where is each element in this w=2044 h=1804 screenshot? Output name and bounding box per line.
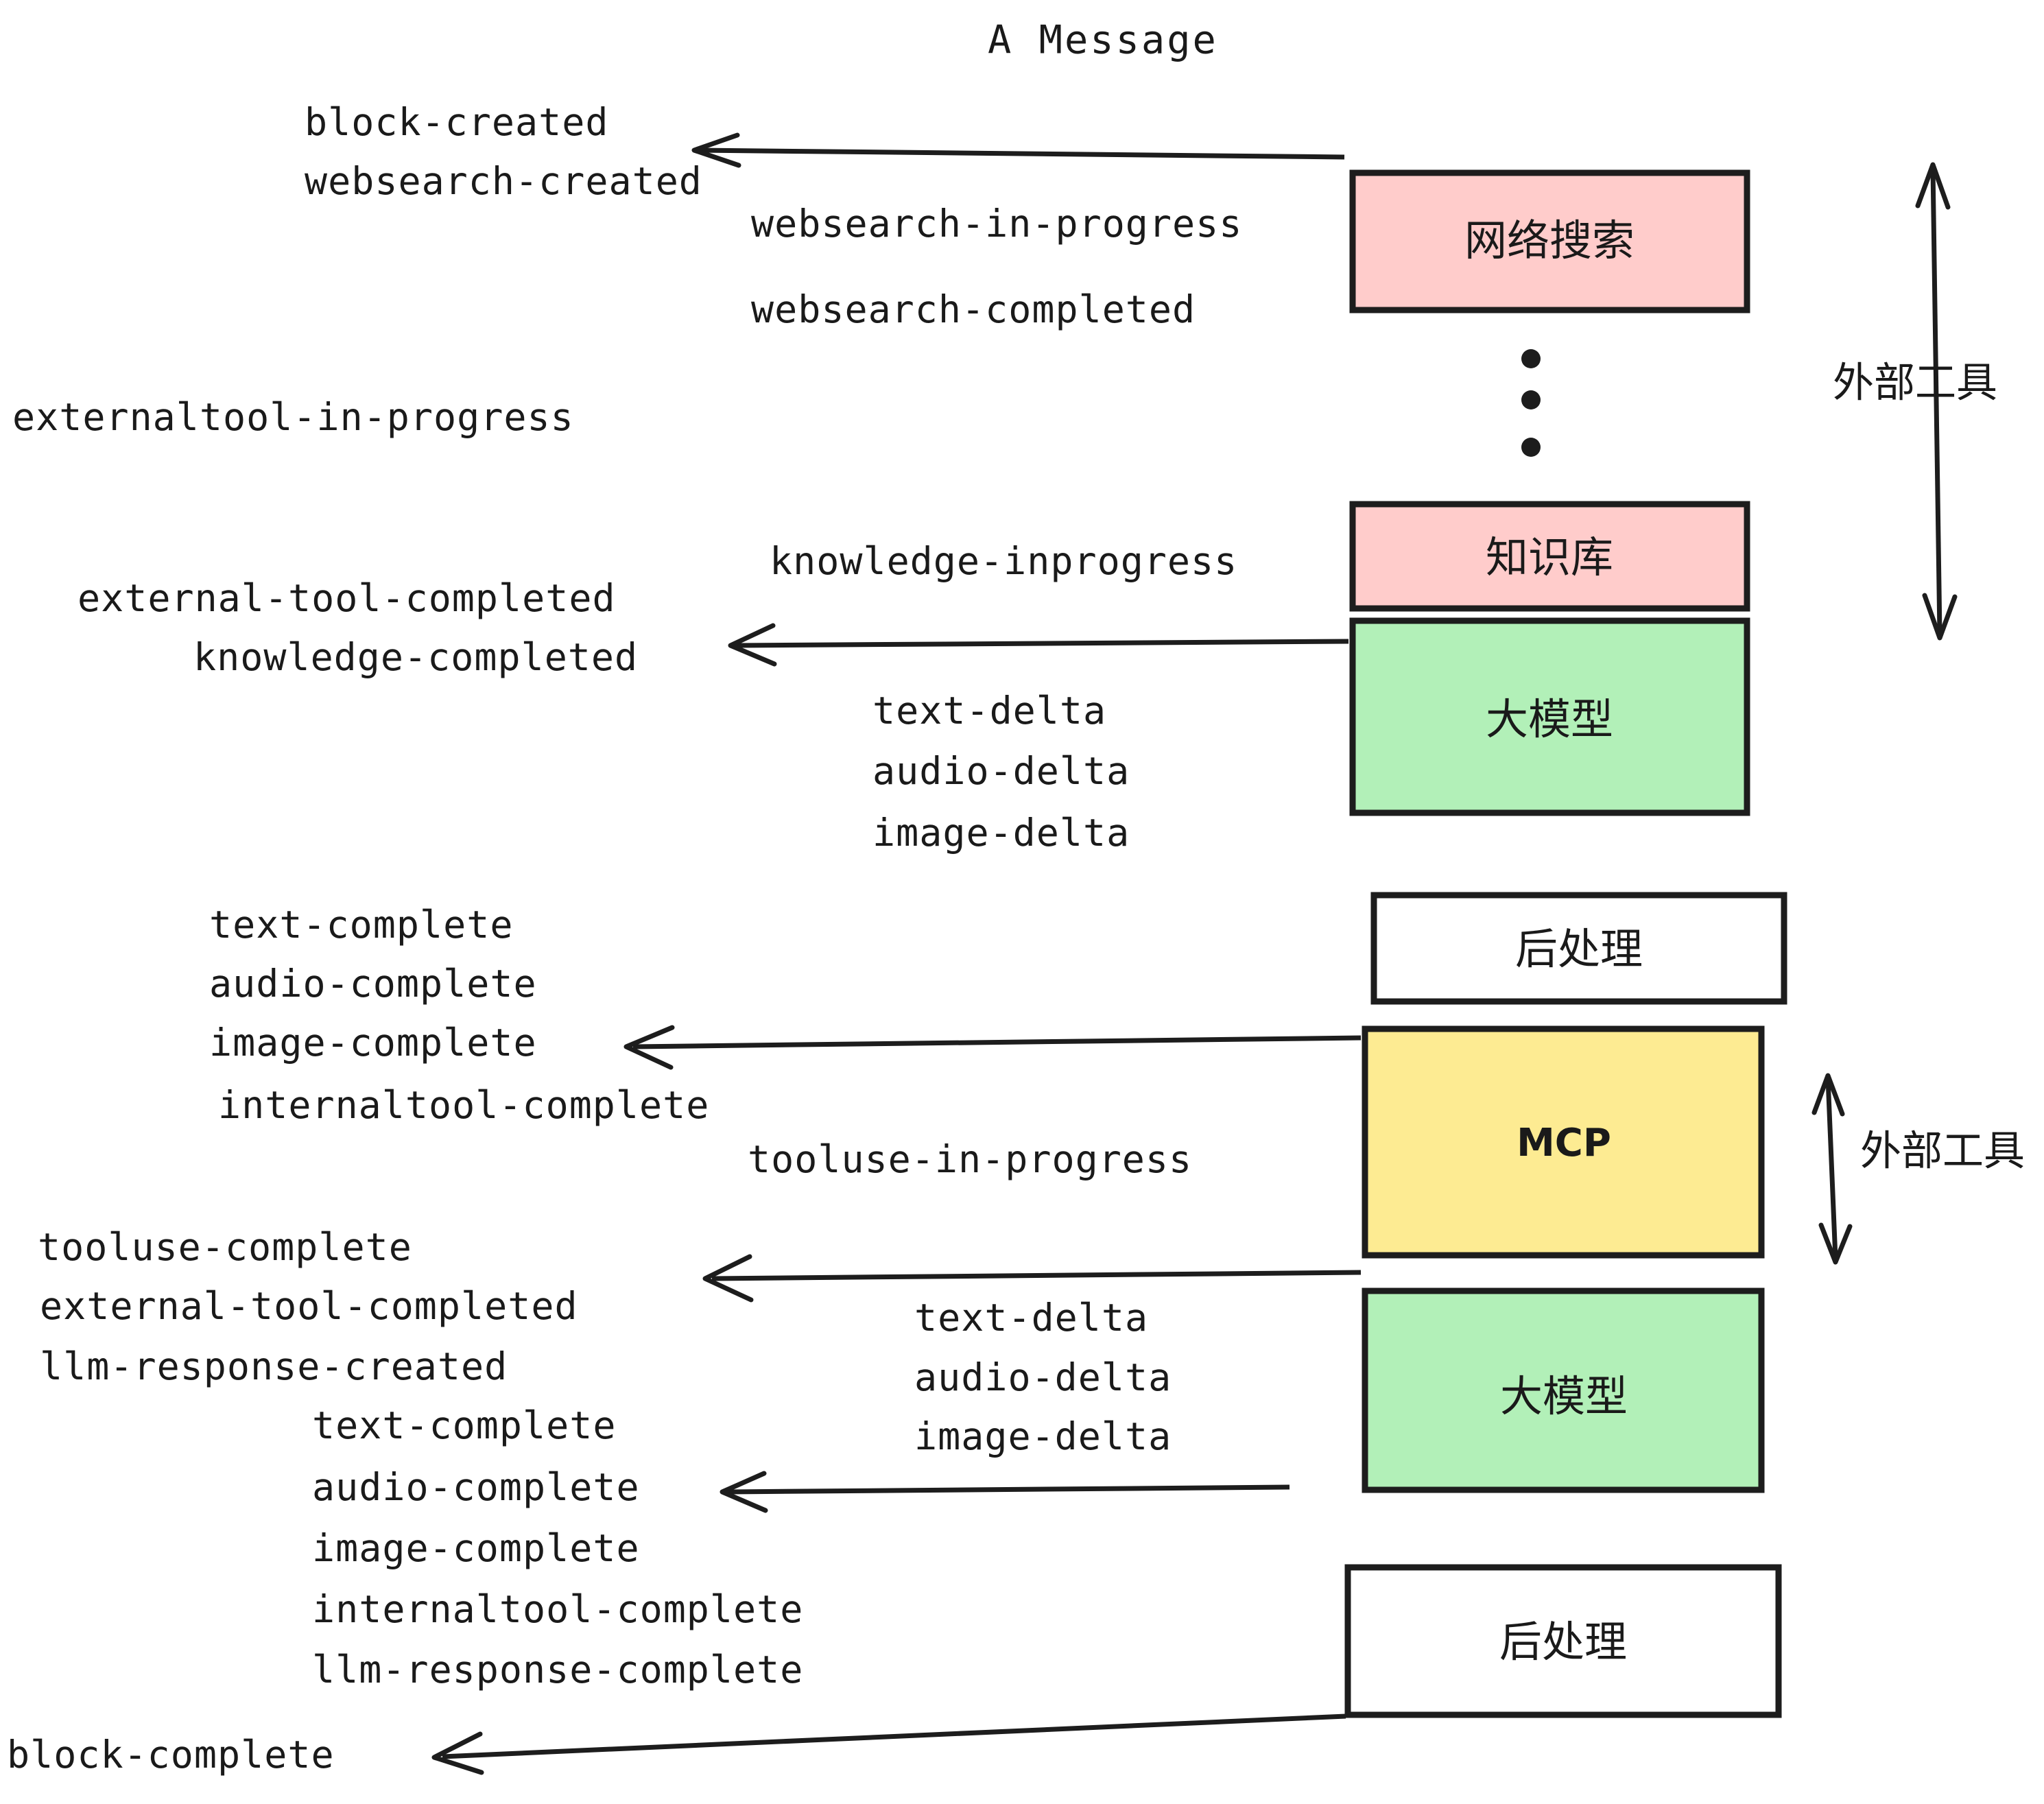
external-tools-bottom-arrow [1811, 1073, 1853, 1265]
box-llm-top-label: 大模型 [1486, 694, 1613, 744]
event-image-complete-1: image-complete [209, 1021, 537, 1065]
box-llm-top[interactable]: 大模型 [1349, 617, 1750, 816]
event-text-delta-1: text-delta [872, 689, 1106, 733]
external-tools-top-label: 外部工具 [1833, 359, 1997, 407]
event-websearch-created: websearch-created [305, 159, 702, 203]
arrow-postprocess-to-block-complete [431, 1713, 1346, 1775]
arrow-llm-top-to-knowledge-completed [728, 623, 1349, 667]
event-block-created: block-created [305, 100, 608, 144]
arrow-websearch-to-block-created [691, 132, 1345, 168]
arrow-mcp-to-image-complete [623, 1025, 1362, 1070]
event-knowledge-inprogress: knowledge-inprogress [770, 539, 1237, 583]
event-audio-complete-2: audio-complete [312, 1465, 640, 1509]
box-llm-bottom-rect [1362, 1287, 1765, 1493]
box-postprocess-top-label: 后处理 [1515, 924, 1643, 974]
event-audio-delta-2: audio-delta [914, 1355, 1172, 1399]
event-external-tool-completed-2: external-tool-completed [40, 1284, 578, 1328]
event-tooluse-in-progress: tooluse-in-progress [748, 1137, 1192, 1181]
box-llm-bottom[interactable]: 大模型 [1362, 1287, 1765, 1493]
event-knowledge-completed: knowledge-completed [193, 635, 638, 679]
box-websearch-rect [1349, 169, 1750, 313]
event-internaltool-complete-1: internaltool-complete [218, 1083, 709, 1127]
event-websearch-in-progress: websearch-in-progress [751, 202, 1242, 246]
box-mcp-rect [1362, 1025, 1765, 1259]
event-text-delta-2: text-delta [914, 1296, 1148, 1340]
event-llm-response-complete: llm-response-complete [312, 1648, 803, 1692]
event-websearch-completed: websearch-completed [751, 287, 1196, 331]
event-text-complete-1: text-complete [209, 903, 513, 947]
event-externaltool-in-progress: externaltool-in-progress [12, 395, 574, 439]
external-tools-bottom-label: 外部工具 [1860, 1128, 2025, 1176]
arrow-llm-bottom-to-tooluse-complete [702, 1254, 1362, 1303]
box-postprocess-bottom-rect [1344, 1564, 1782, 1718]
event-image-complete-2: image-complete [312, 1526, 640, 1570]
box-postprocess-bottom-label: 后处理 [1499, 1617, 1627, 1667]
box-llm-top-rect [1349, 617, 1750, 816]
page-title: A Message [988, 18, 1218, 63]
box-knowledge[interactable]: 知识库 [1349, 501, 1750, 612]
event-image-delta-2: image-delta [914, 1414, 1172, 1458]
box-knowledge-label: 知识库 [1486, 532, 1613, 582]
event-block-complete: block-complete [7, 1733, 335, 1777]
event-text-complete-2: text-complete [312, 1403, 616, 1447]
event-llm-response-created: llm-response-created [40, 1344, 508, 1388]
box-postprocess-bottom[interactable]: 后处理 [1344, 1564, 1782, 1718]
event-audio-complete-1: audio-complete [209, 962, 537, 1006]
event-external-tool-completed-1: external-tool-completed [78, 576, 616, 620]
event-audio-delta-1: audio-delta [872, 749, 1130, 793]
event-internaltool-complete-2: internaltool-complete [312, 1587, 803, 1631]
external-tools-top-arrow [1915, 162, 1958, 641]
box-mcp[interactable]: MCP [1362, 1025, 1765, 1259]
box-postprocess-top[interactable]: 后处理 [1370, 892, 1787, 1005]
box-postprocess-top-rect [1370, 892, 1787, 1005]
arrow-llm-bottom-to-audio-complete [720, 1471, 1290, 1513]
box-websearch[interactable]: 网络搜索 [1349, 169, 1750, 313]
event-tooluse-complete: tooluse-complete [38, 1225, 412, 1269]
box-llm-bottom-label: 大模型 [1500, 1371, 1628, 1421]
event-image-delta-1: image-delta [872, 811, 1130, 855]
vertical-ellipsis-icon [1521, 349, 1541, 457]
box-websearch-label: 网络搜索 [1464, 215, 1635, 265]
box-knowledge-rect [1349, 501, 1750, 612]
box-mcp-label: MCP [1517, 1121, 1611, 1165]
